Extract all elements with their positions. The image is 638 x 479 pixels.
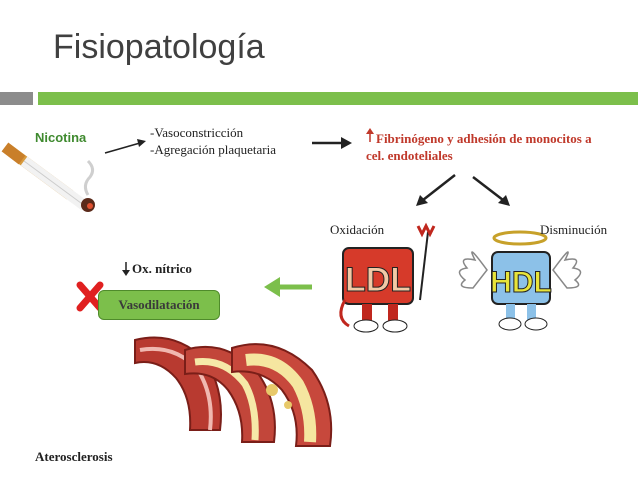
oxido-nitrico-text: Ox. nítrico <box>132 261 192 276</box>
disminucion-label: Disminución <box>540 222 608 237</box>
arrow-to-disminucion <box>472 176 510 206</box>
nicotina-label: Nicotina <box>35 130 87 145</box>
ldl-devil-icon: LDL <box>339 222 436 333</box>
effect-agregacion: -Agregación plaquetaria <box>150 142 276 157</box>
cigarette-icon <box>1 142 95 212</box>
oxido-nitrico-label: Ox. nítrico <box>122 260 192 277</box>
arrow-nicotina-effects <box>104 139 146 154</box>
title-bar-left <box>0 92 33 105</box>
page-title: Fisiopatología <box>53 28 265 66</box>
arrow-to-oxidacion <box>416 174 456 206</box>
up-arrow-icon <box>366 128 374 142</box>
fibrinogeno-label: Fibrinógeno y adhesión de monocitos a ce… <box>366 131 592 163</box>
effect-vasoconstriccion: -Vasoconstricción <box>150 125 244 140</box>
hdl-angel-icon: HDL <box>458 230 582 331</box>
vasodilatacion-box: Vasodilatación <box>98 290 220 320</box>
artery-illustration <box>134 336 333 447</box>
hdl-text: HDL <box>490 266 552 299</box>
red-x-icon <box>76 281 104 312</box>
down-arrow-icon <box>122 262 130 276</box>
aterosclerosis-label: Aterosclerosis <box>35 449 113 464</box>
oxidacion-label: Oxidación <box>330 222 385 237</box>
fibrinogeno-text: Fibrinógeno y adhesión de monocitos a ce… <box>366 130 596 164</box>
nicotina-effects: -Vasoconstricción -Agregación plaquetari… <box>150 124 276 158</box>
green-arrow-left <box>264 277 312 297</box>
title-bar-right <box>38 92 638 105</box>
arrow-effects-fibrinogeno <box>312 137 352 149</box>
ldl-text: LDL <box>345 261 411 299</box>
